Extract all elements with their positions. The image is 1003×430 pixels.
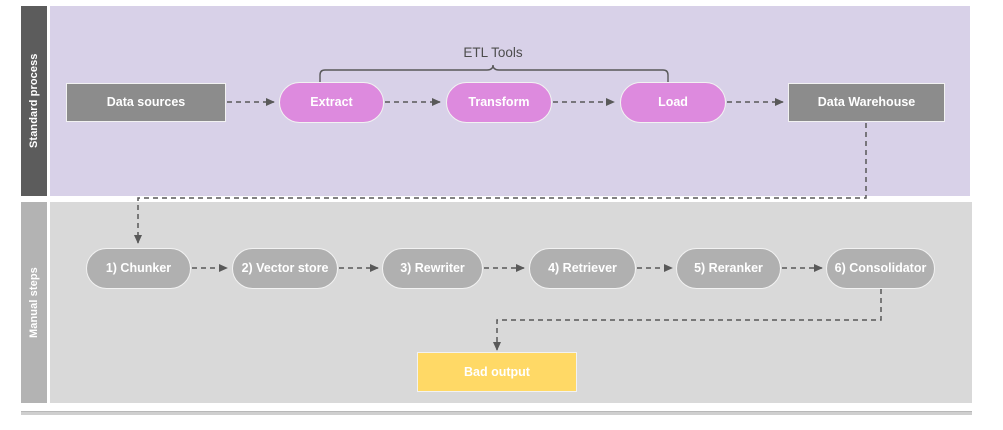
node-reranker[interactable]: 5) Reranker: [676, 248, 781, 289]
node-bad-output[interactable]: Bad output: [417, 352, 577, 392]
node-data-warehouse[interactable]: Data Warehouse: [788, 83, 945, 122]
node-rewriter[interactable]: 3) Rewriter: [382, 248, 483, 289]
etl-tools-label: ETL Tools: [463, 45, 523, 60]
node-chunker[interactable]: 1) Chunker: [86, 248, 191, 289]
node-load[interactable]: Load: [620, 82, 726, 123]
node-consolidator[interactable]: 6) Consolidator: [826, 248, 935, 289]
bottom-divider: [21, 411, 972, 415]
node-vector-store[interactable]: 2) Vector store: [232, 248, 338, 289]
node-retriever[interactable]: 4) Retriever: [529, 248, 636, 289]
node-transform[interactable]: Transform: [446, 82, 552, 123]
node-extract[interactable]: Extract: [279, 82, 384, 123]
node-data-sources[interactable]: Data sources: [66, 83, 226, 122]
lane-manual-steps-label: Manual steps: [21, 202, 47, 403]
lane-standard-process-label: Standard process: [21, 6, 47, 196]
